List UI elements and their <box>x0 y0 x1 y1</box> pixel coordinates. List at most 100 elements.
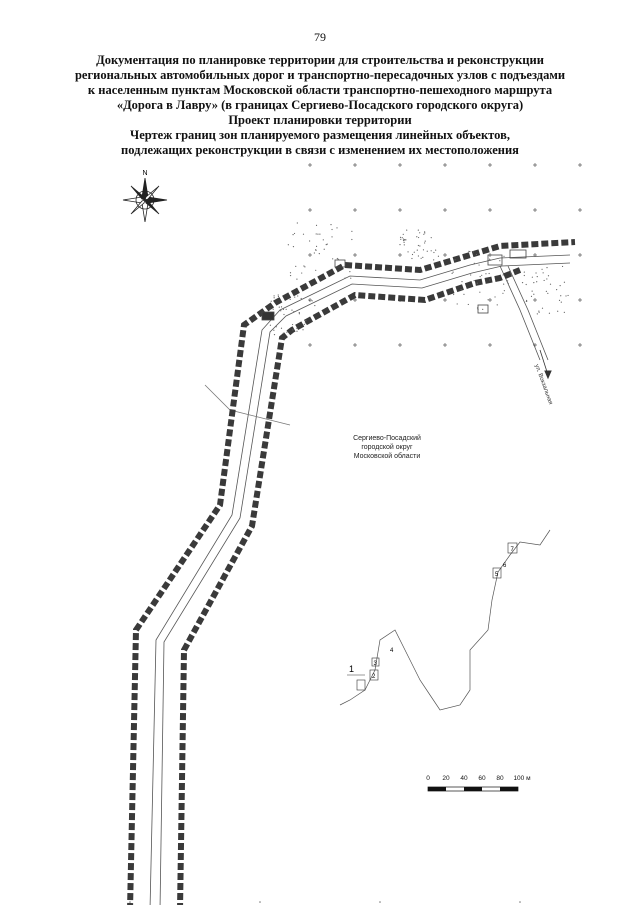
vegetation-dot <box>478 264 480 266</box>
vegetation-dot <box>507 282 509 284</box>
zone-number: 2 <box>372 674 376 680</box>
vegetation-dot <box>304 266 306 268</box>
vegetation-dot <box>314 304 316 307</box>
vegetation-dot <box>291 309 293 311</box>
vegetation-dot <box>535 272 537 274</box>
vegetation-dot <box>298 312 300 314</box>
vegetation-dot <box>479 276 481 278</box>
vegetation-dot <box>273 295 275 297</box>
vegetation-dot <box>277 295 280 298</box>
compass-rose-icon: N <box>122 170 168 223</box>
vegetation-dot <box>280 306 283 308</box>
vegetation-dot <box>489 279 491 281</box>
vegetation-dot <box>305 319 307 322</box>
scale-tick: 60 <box>478 775 486 782</box>
vegetation-dot <box>525 299 528 302</box>
vegetation-dot <box>399 236 402 238</box>
vegetation-dot <box>344 277 346 279</box>
vegetation-dot <box>560 295 562 297</box>
vegetation-dot <box>296 330 298 332</box>
vegetation-dot <box>295 265 297 267</box>
vegetation-dot <box>319 233 321 235</box>
vegetation-dot <box>278 306 280 308</box>
vegetation-dot <box>470 274 472 276</box>
vegetation-dot <box>560 301 562 303</box>
vegetation-dot <box>405 239 407 241</box>
vegetation-dot <box>536 281 538 283</box>
vegetation-dot <box>538 311 540 313</box>
vegetation-dot <box>296 222 298 224</box>
vegetation-dot <box>350 277 352 279</box>
scale-tick: 40 <box>460 775 468 782</box>
vegetation-dot <box>538 310 540 312</box>
vegetation-dot <box>289 272 292 274</box>
vegetation-dot <box>549 283 552 285</box>
vegetation-dot <box>317 233 319 235</box>
vegetation-dot <box>303 265 305 267</box>
vegetation-dot <box>488 272 490 275</box>
compass-north-label: N <box>142 170 147 177</box>
vegetation-dot <box>423 233 425 235</box>
vegetation-dot <box>542 272 544 274</box>
vegetation-dot <box>402 233 404 235</box>
zone-markers: 1 2 3 4 5 6 7 <box>347 542 518 691</box>
vegetation-dot <box>300 297 302 300</box>
vegetation-dot <box>490 259 492 261</box>
vegetation-dot <box>400 238 402 240</box>
vegetation-dots <box>269 222 569 336</box>
vegetation-dot <box>294 296 296 298</box>
vegetation-dot <box>280 310 282 312</box>
zone-number: 3 <box>374 661 378 667</box>
zone-number: 6 <box>503 563 507 569</box>
vegetation-dot <box>403 244 405 246</box>
vegetation-dot <box>563 281 566 283</box>
vegetation-dot <box>543 279 545 282</box>
vegetation-dot <box>309 240 311 242</box>
vegetation-dot <box>523 271 525 273</box>
vegetation-dot <box>302 329 304 331</box>
vegetation-dot <box>506 280 509 282</box>
vegetation-dot <box>485 273 487 275</box>
vegetation-dot <box>419 245 421 247</box>
vegetation-dot <box>291 323 294 326</box>
vegetation-dot <box>488 258 491 260</box>
drawing-title-line: Чертеж границ зон планируемого размещени… <box>130 128 510 142</box>
vegetation-dot <box>287 244 289 246</box>
vegetation-dot <box>417 255 420 257</box>
road-lines <box>149 254 571 905</box>
vegetation-dot <box>567 294 569 297</box>
vegetation-dot <box>433 259 435 261</box>
subtitle: Проект планировки территории <box>228 113 412 127</box>
vegetation-dot <box>322 239 324 241</box>
vegetation-dot <box>556 289 558 291</box>
vegetation-dot <box>282 332 284 334</box>
vegetation-dot <box>521 281 524 284</box>
vegetation-dot <box>273 334 276 336</box>
vegetation-dot <box>280 327 283 329</box>
vegetation-dot <box>563 311 565 313</box>
vegetation-dot <box>323 248 325 250</box>
vegetation-dot <box>298 313 300 315</box>
vegetation-dot <box>494 296 496 298</box>
vegetation-dot <box>293 310 295 313</box>
grid-crosses <box>308 163 582 347</box>
zone-number: 7 <box>511 547 515 553</box>
vegetation-dot <box>289 274 292 277</box>
vegetation-dot <box>476 282 478 284</box>
vegetation-dot <box>533 282 535 284</box>
vegetation-dot <box>292 246 295 248</box>
vegetation-dot <box>349 271 351 273</box>
vegetation-dot <box>525 283 527 286</box>
vegetation-dot <box>422 249 425 251</box>
vegetation-dot <box>558 299 561 301</box>
vegetation-dot <box>351 230 353 232</box>
vegetation-dot <box>289 298 291 300</box>
vegetation-dot <box>331 236 333 238</box>
vegetation-dot <box>499 260 501 262</box>
vegetation-dot <box>269 308 271 310</box>
vegetation-dot <box>286 331 288 333</box>
vegetation-dot <box>523 274 525 277</box>
vegetation-dot <box>435 249 437 251</box>
vegetation-dot <box>496 304 498 306</box>
vegetation-dot <box>337 258 339 260</box>
